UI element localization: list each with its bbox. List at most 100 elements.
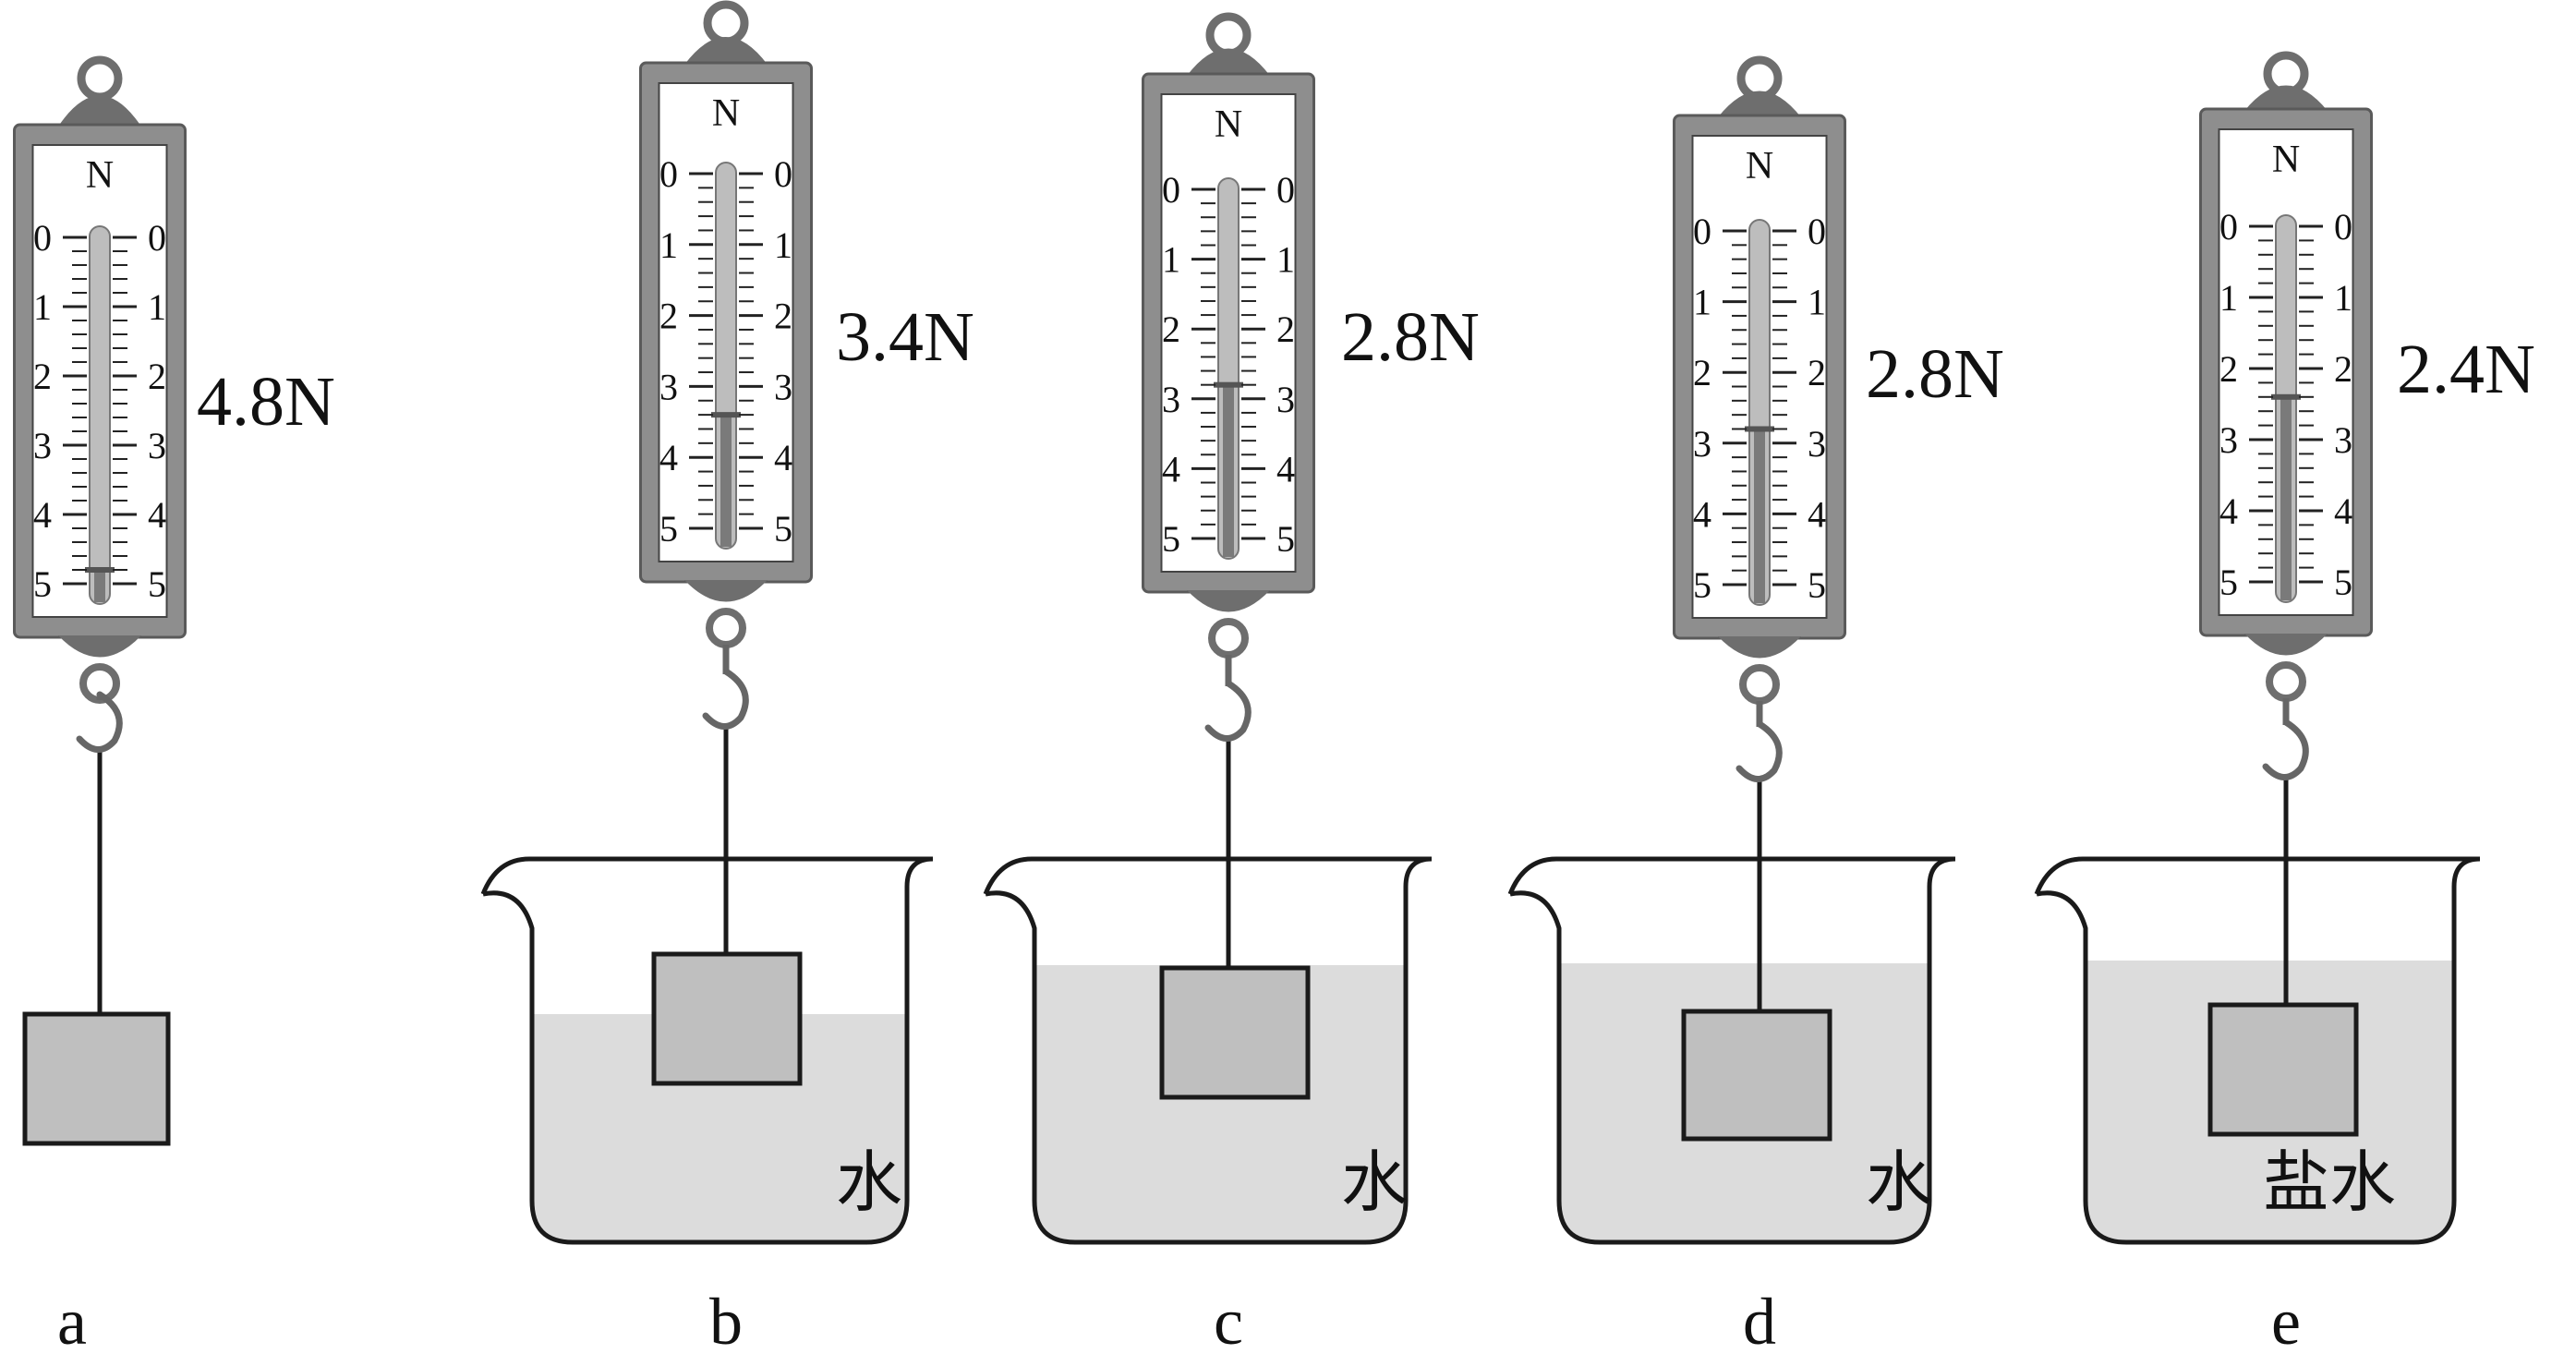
tick-label: 2 (148, 356, 166, 397)
scale-unit-label: N (1215, 103, 1242, 146)
top-ring (77, 55, 123, 102)
pointer (1214, 381, 1243, 388)
tick-label: 0 (1808, 211, 1826, 252)
hook-icon (76, 691, 123, 753)
setup-caption: a (57, 1285, 87, 1359)
spring-indicator (720, 415, 732, 547)
tick-label: 5 (1693, 564, 1711, 606)
tick-label: 3 (1276, 379, 1295, 420)
bottom-bracket (1718, 636, 1801, 659)
bottom-ring (1208, 618, 1249, 659)
metal-block (2207, 1002, 2359, 1137)
tick-label: 2 (33, 356, 52, 397)
tick-label: 5 (2334, 562, 2352, 603)
top-bracket (684, 37, 768, 65)
tick-label: 1 (1276, 239, 1295, 281)
tick-label: 2 (2219, 348, 2238, 390)
tick-label: 5 (774, 508, 792, 550)
tick-label: 4 (148, 494, 166, 536)
beaker-outline (480, 856, 934, 1245)
pointer (711, 412, 741, 418)
bottom-bracket (1187, 590, 1270, 612)
bottom-bracket (58, 635, 141, 658)
tick-label: 3 (659, 366, 678, 407)
setup-caption: e (2271, 1285, 2301, 1359)
tick-label: 0 (2219, 206, 2238, 248)
tick-label: 0 (1162, 169, 1180, 211)
metal-block (1681, 1009, 1832, 1142)
tick-label: 2 (659, 296, 678, 337)
tick-label: 3 (2219, 419, 2238, 461)
tick-label: 4 (33, 494, 52, 536)
bottom-ring (706, 608, 746, 648)
tick-label: 5 (2219, 562, 2238, 603)
tick-label: 5 (1808, 564, 1826, 606)
tick-label: 2 (1693, 352, 1711, 393)
reading-label: 3.4N (836, 298, 974, 376)
tick-label: 5 (33, 563, 52, 605)
tick-label: 4 (774, 437, 792, 478)
pointer (85, 567, 115, 573)
tick-label: 3 (33, 425, 52, 466)
tick-label: 4 (2219, 490, 2238, 532)
tick-label: 2 (2334, 348, 2352, 390)
tick-label: 2 (1808, 352, 1826, 393)
metal-block (651, 951, 803, 1086)
tick-label: 1 (2219, 277, 2238, 319)
metal-block (22, 1011, 171, 1146)
beaker-outline (1507, 856, 1956, 1245)
tick-label: 4 (1276, 448, 1295, 490)
reading-label: 2.4N (2397, 331, 2535, 408)
beaker (480, 856, 934, 1245)
tick-label: 1 (2334, 277, 2352, 319)
liquid-label: 水 (1341, 1143, 1408, 1221)
liquid-label: 盐水 (2263, 1143, 2396, 1221)
pointer (1745, 426, 1774, 432)
tick-label: 0 (659, 153, 678, 195)
tick-label: 3 (774, 366, 792, 407)
hook-icon (1204, 680, 1252, 742)
top-bracket (58, 95, 141, 127)
metal-block (1159, 965, 1311, 1100)
tick-label: 4 (1693, 493, 1711, 535)
tick-label: 2 (1162, 308, 1180, 350)
bottom-ring (1739, 664, 1780, 705)
tick-label: 1 (1693, 282, 1711, 323)
liquid (1033, 965, 1408, 1242)
tick-label: 4 (659, 437, 678, 478)
spring-indicator (2280, 396, 2292, 600)
tick-label: 5 (148, 563, 166, 605)
liquid-label: 水 (1866, 1143, 1932, 1221)
tick-label: 1 (774, 224, 792, 266)
top-ring (1205, 12, 1252, 58)
tick-label: 1 (1162, 239, 1180, 281)
spring-tube (89, 225, 111, 605)
tick-label: 3 (1693, 423, 1711, 465)
tick-label: 2 (1276, 308, 1295, 350)
tick-label: 2 (774, 296, 792, 337)
pointer (2271, 393, 2301, 400)
top-bracket (1718, 91, 1801, 117)
tick-label: 5 (1276, 518, 1295, 560)
tick-label: 1 (148, 286, 166, 328)
tick-label: 0 (148, 217, 166, 259)
tick-label: 0 (33, 217, 52, 259)
tick-label: 5 (659, 508, 678, 550)
tick-label: 0 (1276, 169, 1295, 211)
tick-label: 4 (1808, 493, 1826, 535)
scale-unit-label: N (712, 92, 740, 135)
bottom-bracket (684, 580, 768, 602)
bottom-ring (2266, 661, 2306, 702)
top-bracket (1187, 48, 1270, 76)
tick-label: 3 (148, 425, 166, 466)
reading-label: 2.8N (1341, 298, 1480, 376)
